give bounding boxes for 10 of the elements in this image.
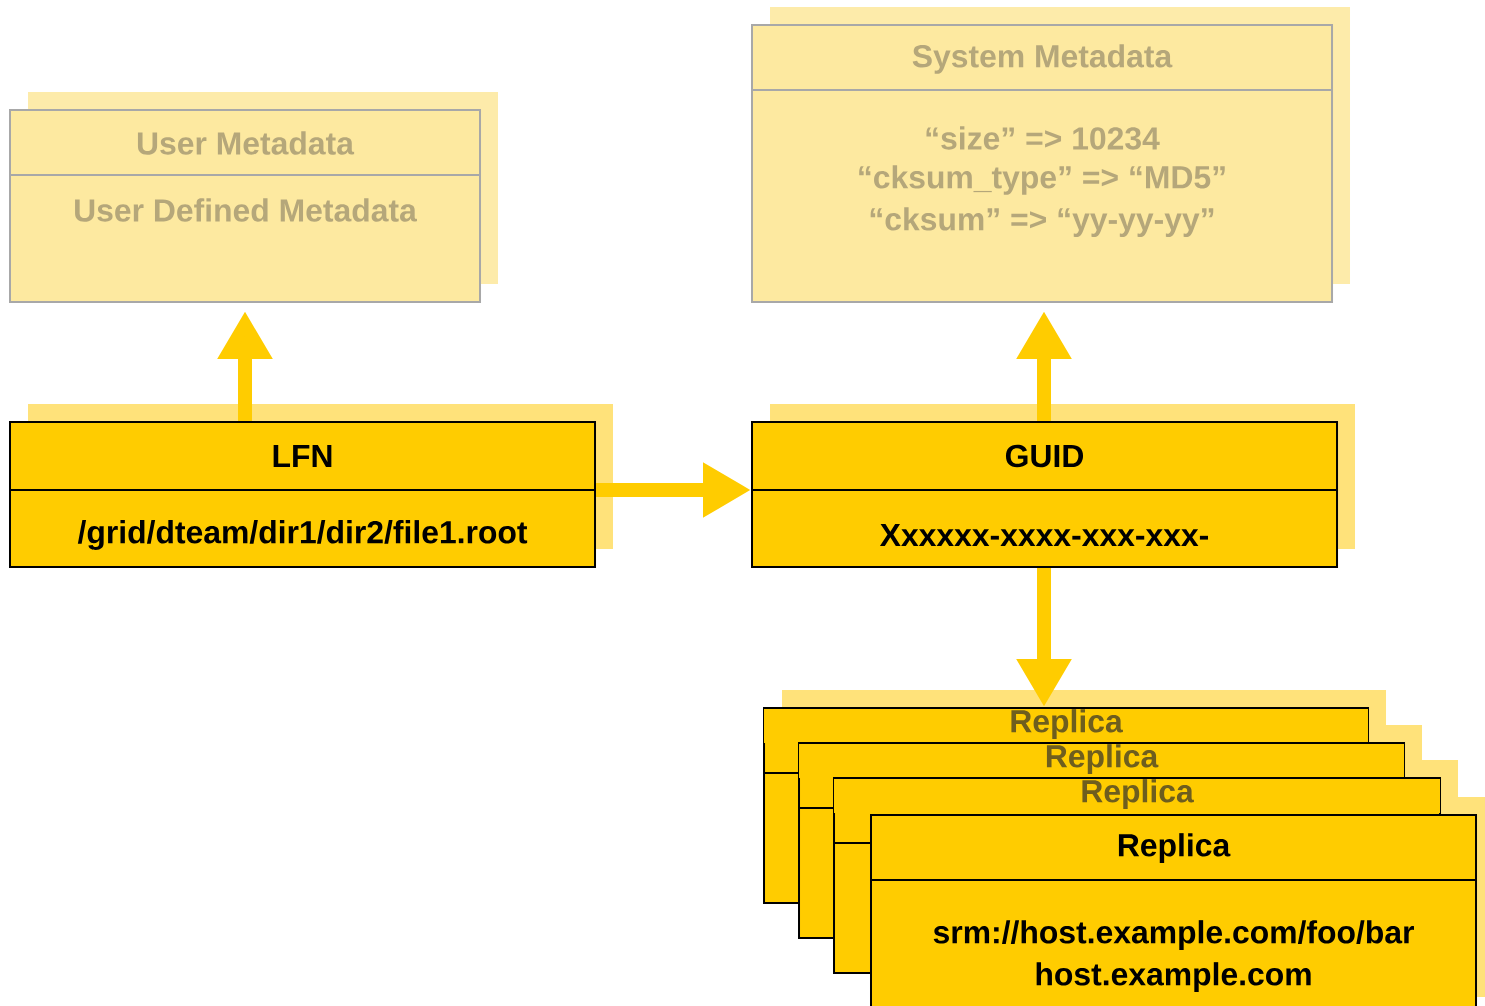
class-box: Replica (763, 707, 1369, 743)
class-box: User Metadata User Defined Metadata (9, 109, 481, 303)
class-box: Replica (833, 777, 1441, 813)
class-box: LFN /grid/dteam/dir1/dir2/file1.root (9, 421, 596, 568)
node-label: Replica (1011, 709, 1123, 739)
node-label: Replica (1046, 744, 1159, 774)
class-box: System Metadata “size” => 10234 “cksum_type” => “MD5” “cksum” => “yy-yy-yy” (751, 24, 1333, 303)
class-box: Replica (798, 742, 1405, 778)
class-box: GUID Xxxxxx-xxxx-xxx-xxx- (751, 421, 1338, 568)
node-label: Replica (1082, 779, 1194, 809)
